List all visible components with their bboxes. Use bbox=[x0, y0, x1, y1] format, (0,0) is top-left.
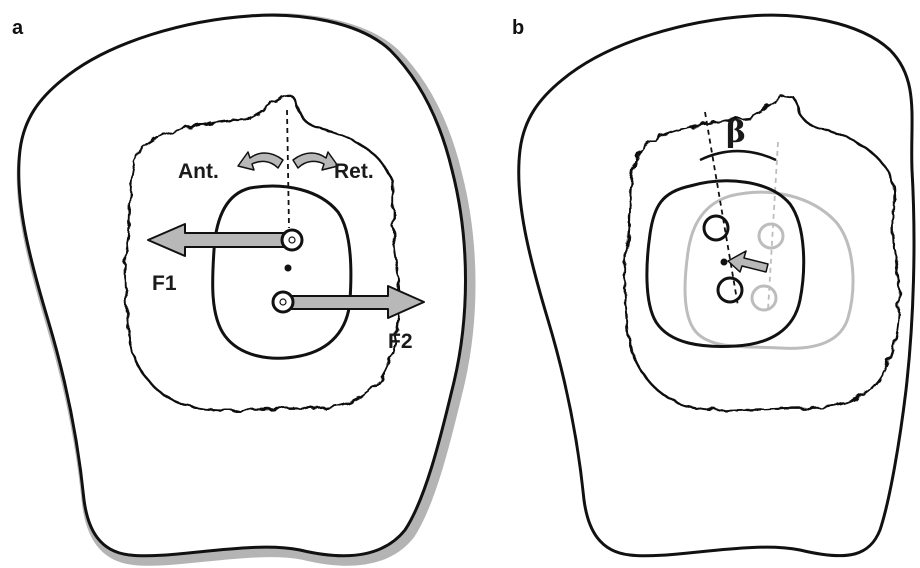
retroversion-label: Ret. bbox=[334, 160, 374, 183]
center-dot bbox=[285, 265, 292, 272]
panel-a: a Ant. Ret. F1 F2 bbox=[12, 15, 470, 560]
f2-anchor-ring bbox=[273, 292, 293, 312]
f1-anchor-ring bbox=[282, 230, 302, 250]
anteversion-label: Ant. bbox=[178, 160, 219, 183]
outer-contour-b bbox=[519, 15, 914, 556]
f2-label: F2 bbox=[388, 330, 413, 353]
panel-a-label: a bbox=[12, 17, 24, 39]
central-cylinder bbox=[213, 186, 351, 358]
beta-angle-label: β bbox=[726, 115, 746, 150]
center-dot-b bbox=[721, 259, 728, 266]
panel-b-label: b bbox=[512, 17, 524, 39]
panel-b: b β bbox=[512, 15, 914, 556]
f1-label: F1 bbox=[152, 272, 177, 295]
